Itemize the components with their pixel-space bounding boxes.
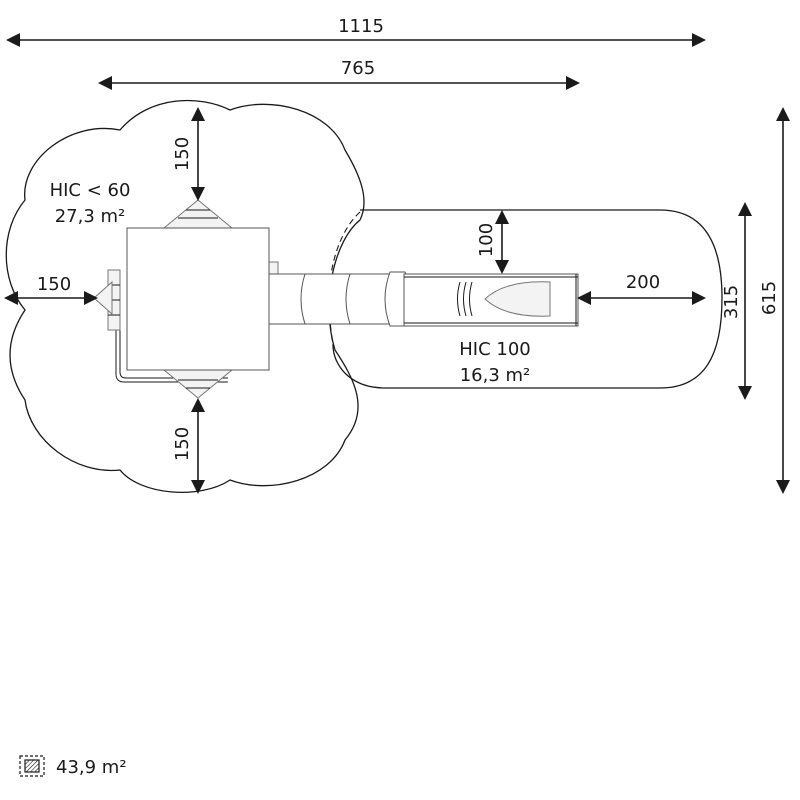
tower-top-clearance-label: 150	[172, 137, 193, 171]
platform-to-slide-label: 765	[341, 58, 375, 79]
dimension-overall-length	[6, 33, 706, 47]
top-post-base	[162, 199, 234, 229]
slide-exit-clearance-label: 200	[626, 272, 660, 293]
tower-bottom-clearance-label: 150	[172, 427, 193, 461]
tower-left-clearance-label: 150	[37, 274, 71, 295]
hatched-area-icon	[19, 755, 45, 777]
slide-area-label: 16,3 m²	[460, 365, 531, 386]
tower-hic-label: HIC < 60	[50, 180, 131, 201]
slide-hic-label: HIC 100	[459, 339, 531, 360]
left-post-base	[93, 280, 113, 316]
overall-length-label: 1115	[338, 16, 384, 37]
tube-slide	[268, 271, 579, 327]
dimension-tower-top	[191, 107, 205, 201]
overall-width-label: 615	[759, 281, 780, 315]
tower-area-label: 27,3 m²	[55, 206, 126, 227]
slide-side-clearance-label: 100	[476, 223, 497, 257]
dimension-overall-width	[776, 107, 790, 494]
tower-platform	[126, 227, 270, 371]
dimension-tower-bottom	[191, 398, 205, 494]
slide-zone-width-label: 315	[721, 285, 742, 319]
dimension-slide-side	[495, 210, 509, 274]
slide-safety-zone	[328, 209, 723, 389]
total-area-label: 43,9 m²	[56, 757, 127, 778]
dimension-platform-to-slide	[98, 76, 580, 90]
bottom-post-base	[162, 369, 234, 399]
tower-safety-zone	[5, 99, 365, 493]
dimension-slide-zone-width	[738, 202, 752, 400]
tower-equipment	[93, 199, 279, 399]
dimension-tower-left	[4, 291, 98, 305]
dimension-slide-exit	[577, 291, 706, 305]
